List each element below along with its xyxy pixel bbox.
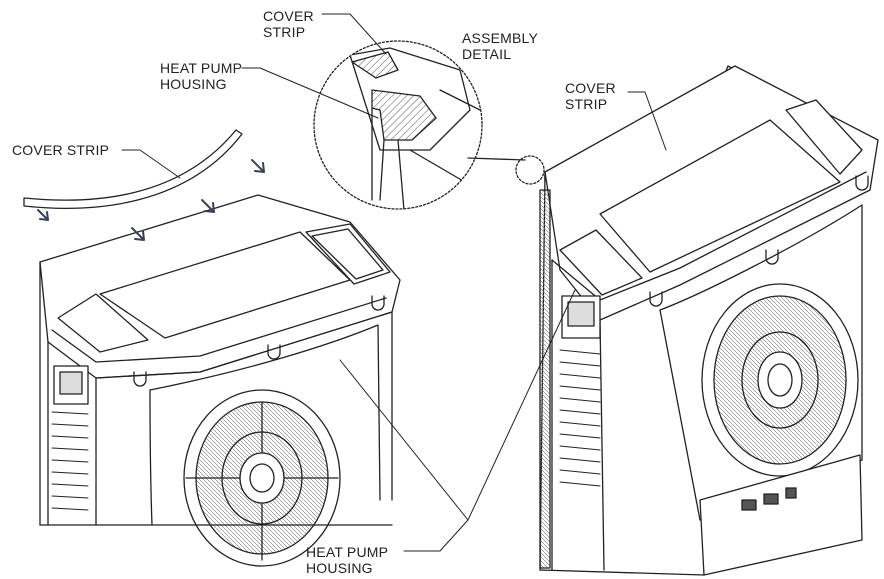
assembly-detail-label: ASSEMBLY DETAIL xyxy=(462,30,538,62)
right-unit xyxy=(539,65,879,576)
cover-strip-right-line2: STRIP xyxy=(565,96,608,112)
left-cover-strip xyxy=(23,129,243,209)
assembly-detail-line1: ASSEMBLY xyxy=(462,30,539,46)
installation-arrows xyxy=(37,159,265,241)
heat-pump-housing-bottom-label: HEAT PUMP HOUSING xyxy=(306,544,388,576)
heat-pump-housing-bottom-line1: HEAT PUMP xyxy=(306,544,389,560)
heat-pump-housing-top-label: HEAT PUMP HOUSING xyxy=(160,60,242,92)
heat-pump-housing-bottom-line2: HOUSING xyxy=(306,560,373,576)
cover-strip-right-label: COVER STRIP xyxy=(565,80,616,112)
leader-lines xyxy=(121,13,667,552)
down-arrow-2 xyxy=(131,227,145,241)
down-arrow-1 xyxy=(37,209,49,221)
heat-pump-housing-top-line2: HOUSING xyxy=(160,76,227,92)
cover-strip-top-line1: COVER xyxy=(263,8,314,24)
cover-strip-top-label: COVER STRIP xyxy=(263,8,314,40)
cover-strip-top-line2: STRIP xyxy=(263,24,306,40)
down-arrow-4 xyxy=(251,159,265,173)
down-arrow-3 xyxy=(201,199,215,213)
assembly-detail-magnifier xyxy=(313,40,545,210)
assembly-detail-line2: DETAIL xyxy=(462,46,512,62)
cover-strip-left-label: COVER STRIP xyxy=(12,142,110,158)
heat-pump-housing-top-line1: HEAT PUMP xyxy=(160,60,243,76)
cover-strip-right-line1: COVER xyxy=(565,80,616,96)
left-unit xyxy=(23,129,401,567)
detail-cover-strip-section xyxy=(351,51,399,79)
